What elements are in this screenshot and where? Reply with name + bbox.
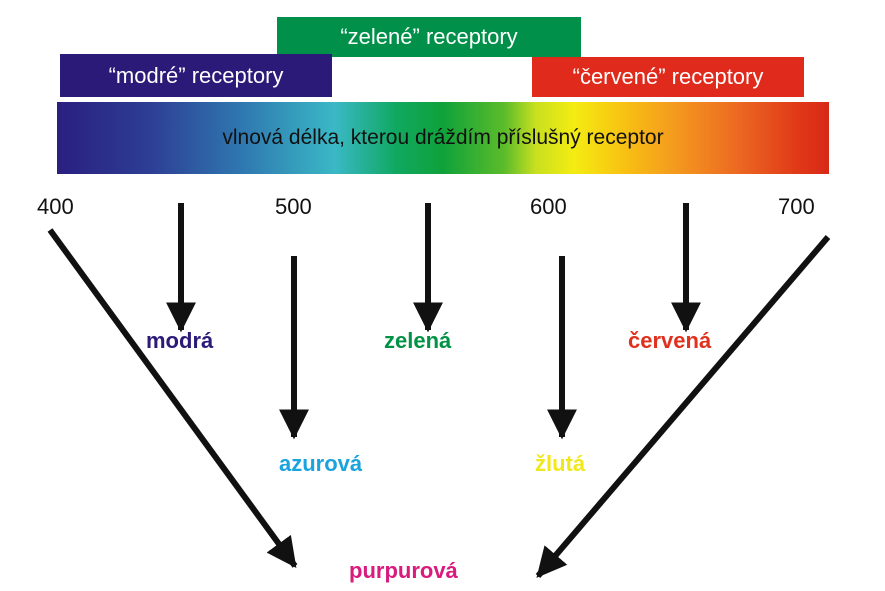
color-label-purpurova: purpurová — [349, 558, 458, 583]
blue-receptor-bar: “modré” receptory — [60, 54, 332, 97]
spectrum-label: vlnová délka, kterou dráždím příslušný r… — [222, 126, 664, 149]
red-receptor-label: “červené” receptory — [572, 64, 764, 89]
tick-label-600: 600 — [530, 194, 567, 219]
color-label-azurova: azurová — [279, 451, 363, 476]
color-label-zluta: žlutá — [535, 451, 586, 476]
tick-label-500: 500 — [275, 194, 312, 219]
tick-label-400: 400 — [37, 194, 74, 219]
spectrum-bar: vlnová délka, kterou dráždím příslušný r… — [57, 102, 829, 174]
arrow-to-purpurova-left — [47, 228, 298, 568]
blue-receptor-label: “modré” receptory — [108, 62, 284, 88]
color-label-cervena: červená — [628, 328, 712, 353]
tick-label-700: 700 — [778, 194, 815, 219]
color-label-modra: modrá — [146, 328, 214, 353]
red-receptor-bar: “červené” receptory — [532, 57, 804, 97]
green-receptor-bar: “zelené” receptory — [277, 17, 581, 57]
green-receptor-label: “zelené” receptory — [340, 24, 518, 49]
arrow-to-purpurova-right — [535, 235, 831, 578]
color-label-zelena: zelená — [384, 328, 452, 353]
